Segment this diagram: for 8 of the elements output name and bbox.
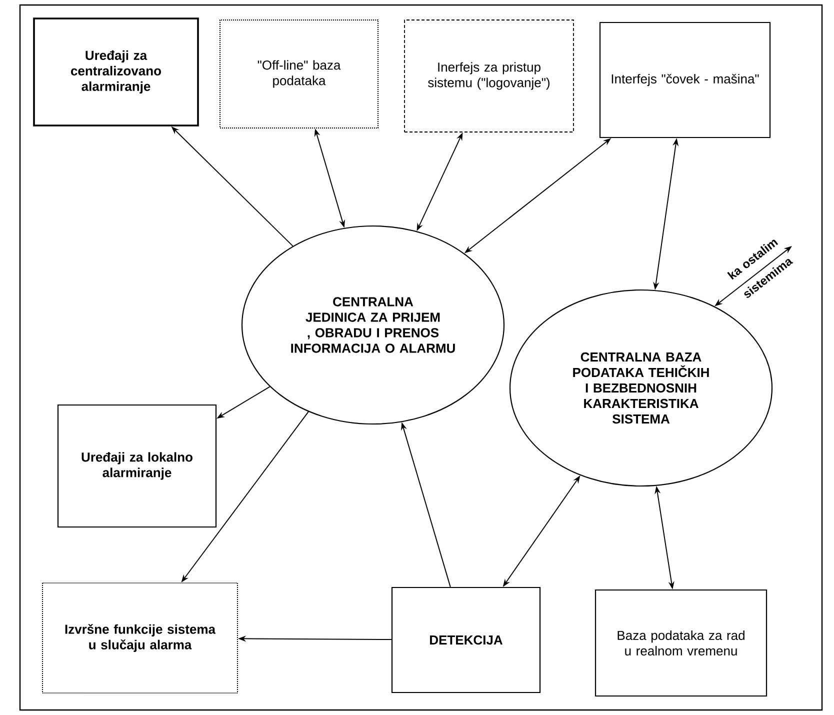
process-box: Uređaji za lokalno alarmiranje	[57, 404, 217, 528]
process-box: "Off-line" baza podataka	[220, 20, 378, 128]
process-box: Interfejs "čovek - mašina"	[599, 22, 771, 138]
process-box: Izvršne funkcije sistema u slučaju alarma	[42, 582, 238, 694]
process-box: DETEKCIJA	[391, 586, 541, 694]
process-box: Inerfejs za pristup sistemu ("logovanje")	[404, 20, 574, 132]
process-box: Baza podataka za rad u realnom vremenu	[594, 589, 768, 697]
process-box: Uređaji za centralizovano alarmiranje	[33, 18, 199, 126]
